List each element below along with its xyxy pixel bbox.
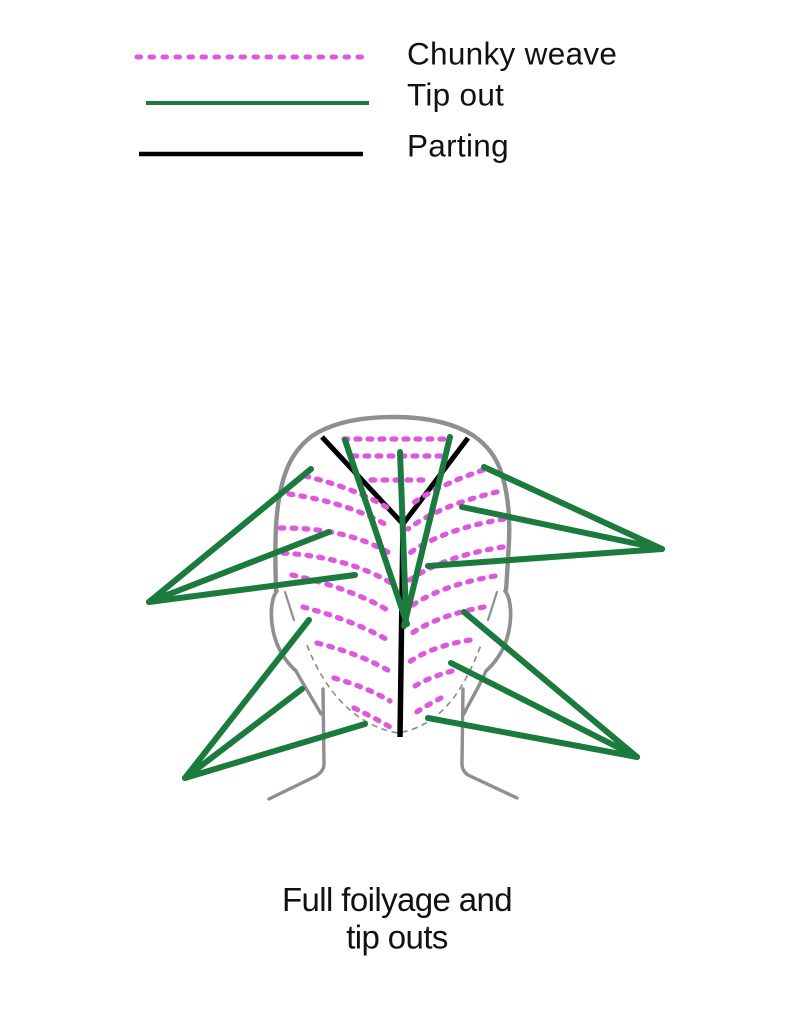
svg-text:tip outs: tip outs (346, 919, 448, 956)
svg-text:Parting: Parting (407, 128, 509, 164)
svg-text:Tip out: Tip out (407, 77, 504, 113)
svg-text:Chunky weave: Chunky weave (407, 36, 617, 72)
svg-text:Full foilyage and: Full foilyage and (282, 881, 512, 918)
